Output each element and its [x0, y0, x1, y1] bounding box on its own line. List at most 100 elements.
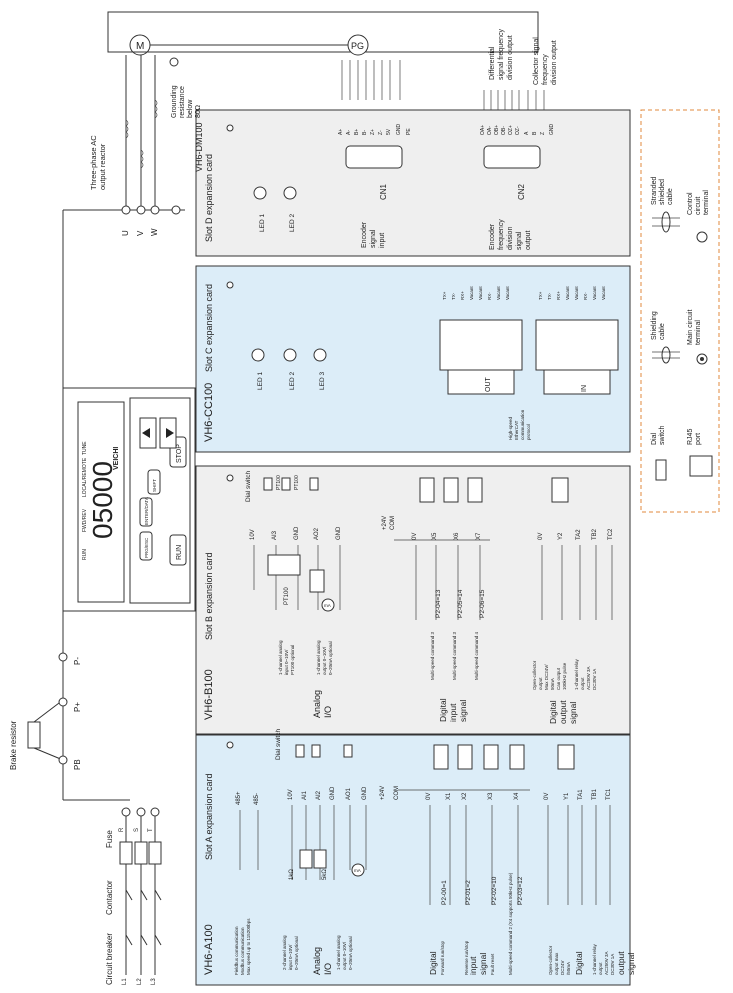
- a-term-com: COM: [394, 786, 400, 800]
- dout-pin-6: OZ-: [515, 126, 521, 135]
- a-term-ai2: AI2: [316, 790, 322, 800]
- ai-desc-1: 2-channel analog: [282, 935, 287, 970]
- slot-a-digital-terms: +24V COM 0V X1 X2 X3 X4: [380, 786, 520, 800]
- slot-b-ground-icon: [226, 474, 234, 482]
- a-out-group-2: output: [616, 951, 626, 975]
- d-led-1-label: LED 1: [259, 214, 266, 232]
- a-di-group-1: Digital: [428, 951, 438, 975]
- param-p205: P2-05=14: [457, 589, 464, 618]
- dout-pin-9: Z: [540, 132, 546, 135]
- oc-desc-1: Open-collector: [548, 945, 553, 975]
- b-dial-switch-s1[interactable]: [263, 477, 273, 491]
- slot-d-ground-icon: [226, 124, 234, 132]
- a-dial-switch-3[interactable]: [343, 744, 353, 758]
- slot-a-analog-terms: 10V AI1 AI2 GND AO1 GND: [288, 786, 368, 800]
- slot-b-card: [195, 465, 631, 735]
- b-ao-desc-1: 1-channel analog: [316, 640, 321, 675]
- ao-desc-1: 1-channel analog: [336, 935, 341, 970]
- b-dial-switch-s2[interactable]: [281, 477, 291, 491]
- optocoupler-x2: [457, 744, 473, 770]
- legend-main-2: terminal: [695, 320, 702, 345]
- brake-resistor: [27, 721, 41, 749]
- legend: Stranded shielded cable Control circuit …: [651, 176, 713, 481]
- rs485-desc-1: Fieldbus communication: [234, 926, 239, 975]
- pb-label: PB: [73, 759, 82, 770]
- b-di-desc-3: Multi-speed command 4: [474, 631, 479, 680]
- slot-b-contents: Slot B expansion card VH6-B100 Dial swit…: [203, 471, 614, 724]
- terminal-pb: [58, 755, 68, 765]
- out-pin-labels-d: OA+ OA- OB+ OB- OZ+ OZ- A B Z GND: [480, 124, 555, 136]
- fuse-label: Fuse: [105, 830, 114, 848]
- a-dial-switch-2[interactable]: [311, 744, 321, 758]
- a-dial-switch[interactable]: [295, 744, 305, 758]
- indicator-tune: TUNE: [82, 441, 88, 455]
- enter-data-key[interactable]: ENTER/DATA: [139, 497, 153, 527]
- b-term-0v: 0V: [412, 533, 418, 540]
- b-di-desc-2: Multi-speed command 3: [452, 631, 457, 680]
- freq-desc-4: signal: [516, 231, 523, 250]
- a-di-group-2: input: [468, 956, 478, 975]
- pt100-sensor: [267, 554, 301, 576]
- reactor-label-2: output reactor: [98, 143, 107, 190]
- enc-pin-5: Z+: [370, 129, 376, 135]
- cn2-connector[interactable]: [483, 145, 541, 169]
- keypad: 05000 RUN FWD/REV LOCAL/REMOTE TUNE VEIC…: [62, 387, 196, 612]
- ground-terminal: [171, 205, 181, 215]
- c-led-2: [283, 348, 297, 362]
- cn1-connector[interactable]: [345, 145, 403, 169]
- in-pin-3: RX+: [556, 291, 561, 300]
- enc-pin-labels: A+ A- B+ B- Z+ Z- 5V GND PE: [338, 124, 412, 136]
- ai-desc-2: input 0~10V/: [288, 944, 293, 970]
- b-out-group-3: signal: [568, 702, 578, 724]
- ma-meter: [351, 863, 365, 877]
- oc-transistor-y2: [551, 477, 569, 503]
- relay-desc-3: AC250V 3A: [604, 951, 609, 975]
- slot-b-title: Slot B expansion card: [204, 552, 214, 640]
- b-dial-switch-s3[interactable]: [309, 477, 319, 491]
- legend-stranded-1: Stranded: [651, 176, 658, 205]
- in-pin-labels: TX+ TX- RX+ Vacant Vacant RX- Vacant Vac…: [538, 286, 606, 300]
- coll-desc-3: division output: [551, 40, 558, 85]
- ma-meter-label: mA: [354, 868, 361, 873]
- enc-desc-3: input: [379, 233, 386, 248]
- dial-switch-icon: [655, 459, 667, 481]
- dout-pin-8: B: [532, 131, 538, 135]
- down-arrow-key[interactable]: [159, 417, 177, 449]
- terminal-t: [150, 807, 160, 817]
- freq-desc-5: output: [525, 230, 532, 250]
- slot-d-title: Slot D expansion card: [204, 154, 214, 242]
- line-l1: L1: [122, 978, 128, 985]
- b-oc-desc-5: Can output: [556, 667, 561, 690]
- b-ai-desc-2: input 0~10V/: [284, 649, 289, 675]
- a-dial-switch-label: Dial switch: [275, 729, 282, 760]
- ao-desc-2: output 0~10V/: [342, 941, 347, 970]
- dout-pin-4: OB-: [501, 126, 507, 135]
- shift-key[interactable]: SHIFT: [147, 469, 161, 495]
- up-arrow-key[interactable]: [139, 417, 157, 449]
- slot-c-contents: Slot C expansion card VH6-CC100 LED 1 LE…: [203, 281, 619, 442]
- rj45-out-port[interactable]: [439, 319, 523, 371]
- b-relay-desc-2: output: [580, 677, 585, 690]
- a-out-group-3: signal: [626, 953, 636, 975]
- terminal-r-label: R: [119, 827, 125, 832]
- enc-pin-3: B+: [354, 129, 360, 135]
- rj45-in-port[interactable]: [535, 319, 619, 371]
- b-oc-desc-4: 50mA: [550, 678, 555, 690]
- dout-pin-10: GND: [549, 124, 555, 136]
- prg-esc-key[interactable]: PRG/ESC: [139, 531, 153, 561]
- in-pin-5: Vacant: [574, 286, 579, 300]
- run-key[interactable]: RUN: [169, 534, 187, 566]
- optocoupler-x1: [433, 744, 449, 770]
- slot-d-model: VH6-DM100: [194, 122, 204, 172]
- a-term-gnd2: GND: [362, 786, 368, 800]
- b-term-x6: X6: [454, 532, 460, 540]
- pot-5k: [313, 849, 327, 869]
- coll-desc-1: Collector signal: [533, 37, 540, 85]
- b-ma-meter: [321, 598, 335, 612]
- motor-label: M: [136, 41, 144, 52]
- relay-desc-2: output: [598, 962, 603, 975]
- motor-ground: [169, 57, 179, 67]
- c-led-3: [313, 348, 327, 362]
- pot-1k-label: 1kΩ: [289, 869, 295, 880]
- c-led-2-label: LED 2: [289, 372, 296, 390]
